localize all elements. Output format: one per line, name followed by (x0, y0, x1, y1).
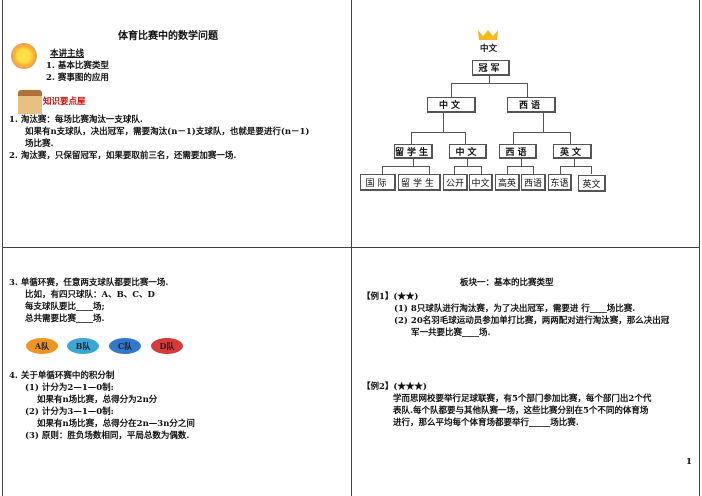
tree-leaf: 中文 (469, 174, 493, 191)
team-c-badge: C队 (109, 338, 141, 354)
knowledge-label: 知识要点屋 (43, 97, 86, 107)
tree-leaf: 国际 (360, 174, 396, 191)
point-text: 如果有n支球队，决出冠军，需要淘汰(n－1)支球队，也就是要进行(n－1) (25, 127, 310, 137)
crown-icon (478, 30, 498, 40)
outline-item: 2. 赛事图的应用 (46, 73, 109, 83)
example-2-label: 【例2】(★★★) (362, 382, 427, 392)
border-right (699, 0, 700, 496)
example-text: 进行，那么平均每个体育场都要举行_____场比赛. (393, 418, 579, 428)
point-text: 每支球队要比____场; (25, 302, 105, 312)
point-text: 2. 淘汰赛，只保留冠军，如果要取前三名，还需要加赛一场. (9, 151, 237, 161)
tree-node-root: 冠军 (472, 60, 510, 76)
point-text: (1) 计分为2—1—0制: (25, 383, 114, 393)
tree-leaf: 东语 (548, 174, 572, 191)
point-text: 如果有n场比赛，总得分在2n—3n分之间 (37, 419, 195, 429)
point-text: 比如，有四只球队：A、B、C、D (25, 290, 155, 300)
tree-node: 中文 (449, 144, 487, 159)
team-d-badge: D队 (151, 338, 183, 354)
point-text: (3) 原则：胜负场数相同，平局总数为偶数. (25, 431, 190, 441)
point-text: 场比赛. (25, 139, 54, 149)
tree-node: 西语 (507, 97, 556, 113)
example-text: (1) 8只球队进行淘汰赛，为了决出冠军，需要进 行____场比赛. (394, 304, 636, 314)
tree-leaf: 英文 (578, 175, 606, 192)
point-text: 4. 关于单循环赛中的积分制 (9, 371, 115, 381)
tree-node: 西语 (499, 144, 537, 159)
team-b-badge: B队 (67, 338, 99, 354)
tree-node: 中文 (427, 97, 476, 113)
example-1-label: 【例1】(★★) (362, 292, 419, 302)
tree-node: 英文 (553, 144, 592, 159)
outline-item: 1. 基本比赛类型 (46, 61, 109, 71)
divider-vertical (351, 0, 352, 496)
page-title: 体育比赛中的数学问题 (118, 31, 218, 42)
point-text: 3. 单循环赛，任意两支球队都要比赛一场. (9, 278, 169, 288)
divider-horizontal (2, 247, 700, 248)
tree-node: 留学生 (394, 144, 433, 159)
sun-icon (13, 45, 35, 67)
outline-label: 本讲主线 (50, 49, 85, 59)
point-text: 1. 淘汰赛：每场比赛淘汰一支球队. (9, 115, 143, 125)
example-text: 表队.每个队都要与其他队赛一场，这些比赛分别在5个不同的体育场 (393, 406, 649, 416)
border-left (2, 0, 3, 496)
point-text: (2) 计分为3—1—0制: (25, 407, 114, 417)
point-text: 如果有n场比赛，总得分为2n分 (37, 395, 158, 405)
team-a-badge: A队 (26, 338, 58, 354)
tree-leaf: 西语 (521, 174, 546, 191)
tree-leaf: 留学生 (398, 174, 441, 191)
section-title: 板块一：基本的比赛类型 (460, 278, 554, 288)
point-text: 总共需要比赛____场. (25, 314, 105, 324)
example-text: (2) 20名羽毛球运动员参加单打比赛，两两配对进行淘汰赛，那么决出冠 (394, 316, 670, 326)
winner-label: 中文 (480, 44, 498, 54)
house-icon (18, 90, 42, 114)
tree-leaf: 高英 (495, 174, 520, 191)
tree-leaf: 公开 (443, 174, 468, 191)
example-text: 军一共要比赛____场. (411, 328, 491, 338)
example-text: 学而思网校要举行足球联赛，有5个部门参加比赛，每个部门出2个代 (393, 394, 652, 404)
page-number: 1 (686, 457, 692, 467)
